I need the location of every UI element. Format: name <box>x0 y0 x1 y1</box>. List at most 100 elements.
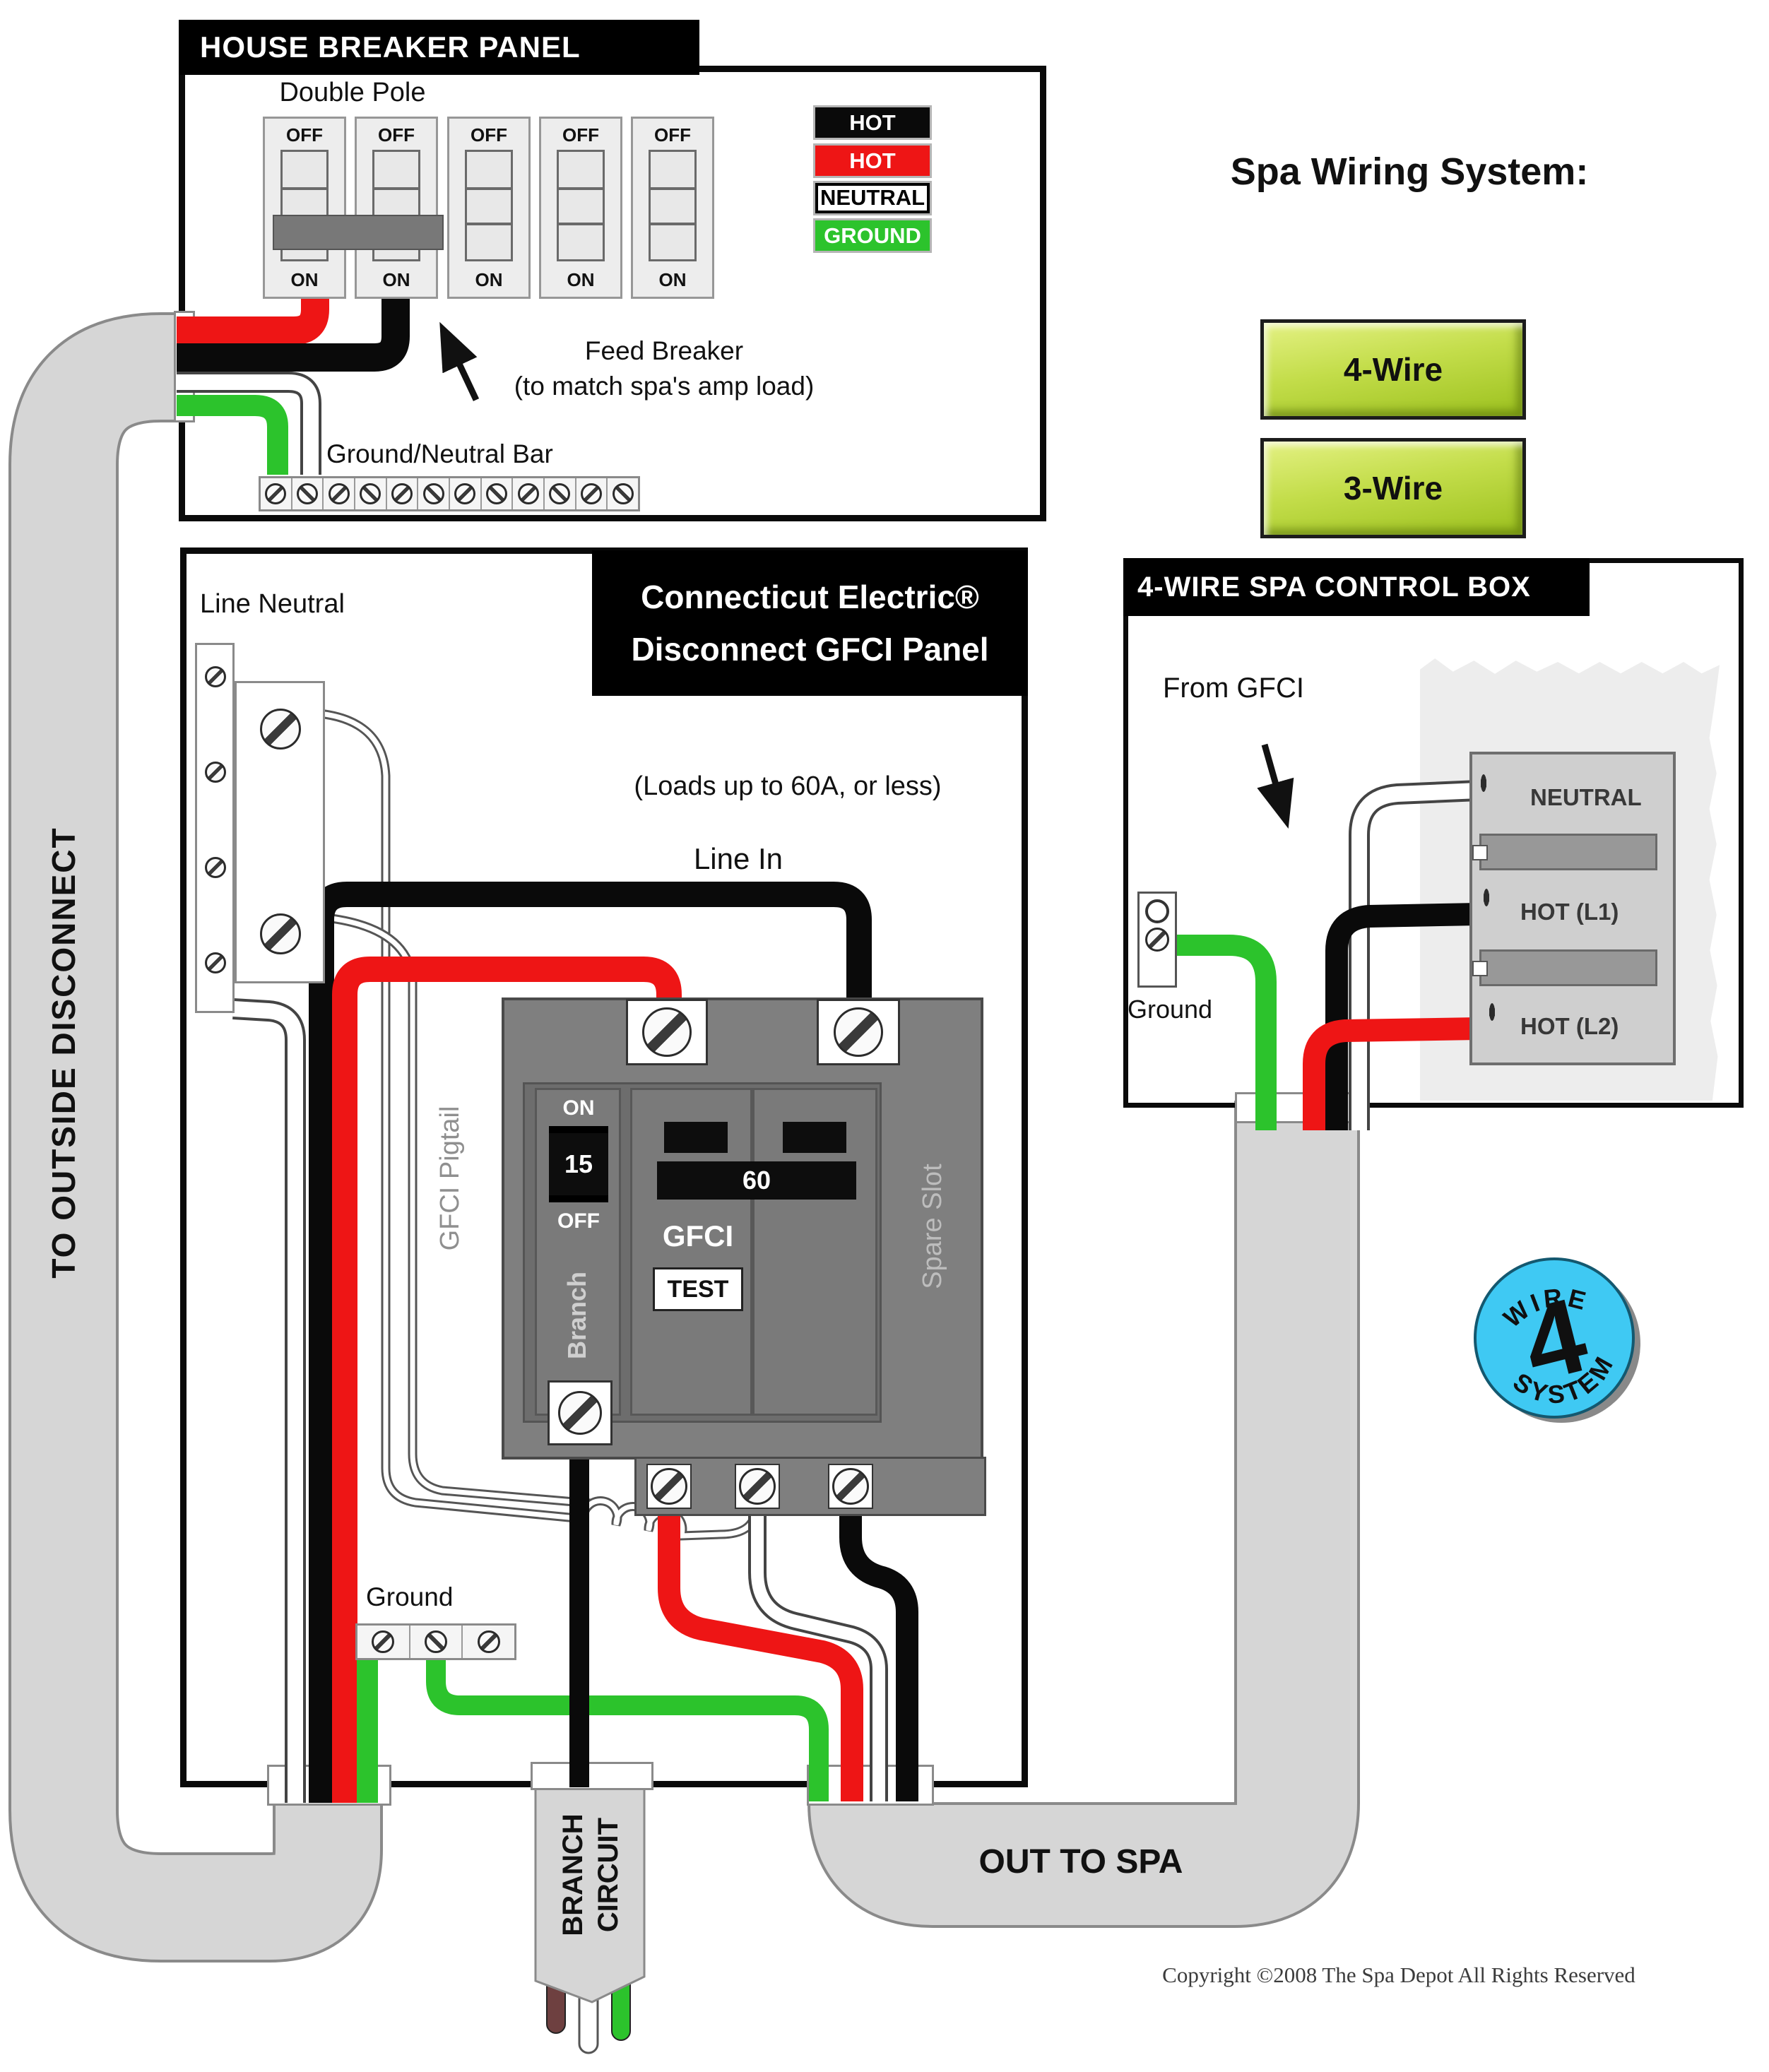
screw-icon <box>205 857 226 878</box>
copyright-text: Copyright ©2008 The Spa Depot All Rights… <box>1162 1963 1635 1987</box>
screw-icon <box>832 1468 869 1505</box>
3-wire-button[interactable]: 3-Wire <box>1260 438 1526 538</box>
screw-icon <box>486 483 508 504</box>
branch-breaker-handle[interactable]: 15 <box>549 1126 608 1202</box>
breaker-off-label: OFF <box>378 124 415 146</box>
gfci-pole-divider <box>750 1088 755 1416</box>
gfci-title-line1: Connecticut Electric® <box>641 579 979 615</box>
ground-neutral-bar <box>259 476 640 511</box>
house-neutral-wire <box>177 374 319 475</box>
legend-ground: GROUND <box>813 218 932 253</box>
screw-icon <box>549 483 571 504</box>
from-gfci-label: From GFCI <box>1163 673 1304 704</box>
terminal-cell <box>261 478 292 509</box>
screw-icon <box>651 1468 687 1505</box>
terminal-slot-bar <box>1479 949 1657 986</box>
line-neutral-lug-block <box>235 681 325 983</box>
gfci-label: GFCI <box>662 1219 734 1253</box>
branch-circuit-line1: BRANCH <box>557 1813 588 1936</box>
gfci-handle-cap-right[interactable] <box>783 1122 846 1153</box>
terminal-cell <box>482 478 514 509</box>
terminal-cell <box>410 1626 463 1658</box>
spa-terminal-block <box>1469 752 1676 1065</box>
house-breaker-panel-title: HOUSE BREAKER PANEL <box>179 20 699 75</box>
terminal-cell <box>324 478 356 509</box>
hot-l1-terminal-label: HOT (L1) <box>1520 899 1619 925</box>
breaker-5[interactable]: OFF ON <box>631 117 714 299</box>
legend-neutral: NEUTRAL <box>813 181 932 215</box>
screw-icon <box>581 483 603 504</box>
ground-neutral-bar-label: Ground/Neutral Bar <box>326 439 553 468</box>
screw-icon <box>260 709 301 750</box>
gfci-ground-bar <box>355 1623 516 1660</box>
gfci-test-label: TEST <box>667 1276 729 1303</box>
spa-control-box-title-text: 4-WIRE SPA CONTROL BOX <box>1137 572 1531 603</box>
breaker-toggle[interactable] <box>649 150 697 261</box>
collar-branch-circuit <box>531 1762 653 1790</box>
screw-icon <box>265 483 287 504</box>
gfci-line-terminal-right <box>817 999 900 1065</box>
feed-breaker-note: (to match spa's amp load) <box>514 371 815 401</box>
legend-hot-black-label: HOT <box>849 110 896 135</box>
screw-icon <box>205 666 226 687</box>
4-wire-button-label: 4-Wire <box>1343 351 1443 388</box>
terminal-cell <box>576 478 608 509</box>
gfci-handle-cap-left[interactable] <box>664 1122 728 1153</box>
gfci-line-in-red-wire <box>332 957 682 1803</box>
line-neutral-label: Line Neutral <box>200 589 345 619</box>
breaker-on-label: ON <box>658 269 687 290</box>
gfci-line-terminal-left <box>626 999 708 1065</box>
breaker-double-pole-2[interactable]: OFF ON <box>355 117 438 299</box>
terminal-cell <box>450 478 482 509</box>
outside-disconnect-label: TO OUTSIDE DISCONNECT <box>45 827 82 1279</box>
4-wire-button[interactable]: 4-Wire <box>1260 319 1526 420</box>
3-wire-button-label: 3-Wire <box>1343 470 1443 507</box>
terminal-cell <box>545 478 576 509</box>
breaker-4[interactable]: OFF ON <box>539 117 622 299</box>
neutral-terminal-label: NEUTRAL <box>1530 784 1642 810</box>
screw-icon <box>1145 928 1169 952</box>
breaker-3[interactable]: OFF ON <box>447 117 531 299</box>
branch-load-terminal <box>548 1380 613 1445</box>
double-pole-tie-bar[interactable] <box>273 215 444 250</box>
hot-l2-terminal-screw-icon <box>1489 1003 1495 1021</box>
breaker-on-label: ON <box>290 269 319 290</box>
breaker-off-label: OFF <box>286 124 323 146</box>
gfci-tie-bar[interactable]: 60 <box>657 1161 856 1200</box>
out-to-spa-conduit <box>810 1101 1357 1925</box>
screw-icon <box>454 483 476 504</box>
branch-on-label: ON <box>562 1096 595 1120</box>
gfci-pigtail-label: GFCI Pigtail <box>435 1106 465 1251</box>
breaker-off-label: OFF <box>654 124 691 146</box>
gfci-rating-label: 60 <box>742 1166 771 1195</box>
legend-hot-red-label: HOT <box>849 148 896 173</box>
screw-icon <box>328 483 350 504</box>
double-pole-label: Double Pole <box>279 78 426 107</box>
slot-chip <box>1472 961 1488 976</box>
spa-ground-terminal <box>1137 892 1177 988</box>
breaker-off-label: OFF <box>471 124 507 146</box>
screw-icon <box>260 913 301 954</box>
badge-circle <box>1474 1257 1635 1419</box>
terminal-cell <box>513 478 545 509</box>
breaker-off-label: OFF <box>562 124 599 146</box>
breaker-double-pole-1[interactable]: OFF ON <box>263 117 346 299</box>
spa-ground-wire <box>1174 935 1277 1130</box>
screw-icon <box>422 483 444 504</box>
screw-icon <box>297 483 318 504</box>
spa-control-box-title: 4-WIRE SPA CONTROL BOX <box>1123 558 1590 616</box>
line-neutral-bar <box>195 643 235 1013</box>
gfci-load-terminal-tray <box>634 1457 986 1516</box>
branch-column-label: Branch <box>562 1271 591 1360</box>
gfci-black-out-wire <box>839 1505 918 1801</box>
breaker-on-label: ON <box>475 269 503 290</box>
breaker-on-label: ON <box>567 269 595 290</box>
screw-icon <box>391 483 413 504</box>
house-ground-wire <box>177 395 288 475</box>
breaker-toggle[interactable] <box>465 150 513 261</box>
gfci-test-button[interactable]: TEST <box>653 1267 743 1311</box>
breaker-toggle[interactable] <box>557 150 605 261</box>
breaker-on-label: ON <box>382 269 410 290</box>
